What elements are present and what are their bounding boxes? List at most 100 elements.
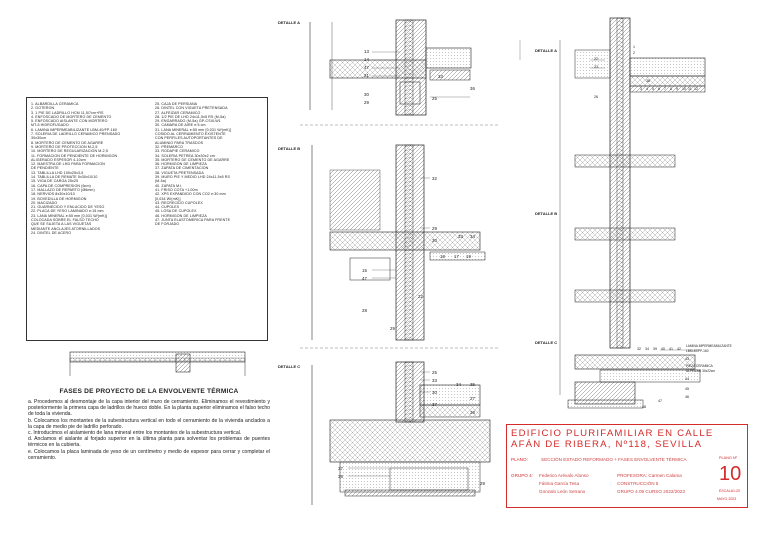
phase-d: d. Anclamos el aislante al forjado super… <box>28 436 270 449</box>
member-1: Federico Arévalo Alonso <box>539 473 589 478</box>
callout-a: 21 <box>364 73 369 78</box>
legend-col1-item: 12. MAESTRA DE LHD PARA FORMACION <box>31 162 105 167</box>
section-right <box>519 17 706 409</box>
callout-c: 34 <box>456 382 461 387</box>
callout-c: 33 <box>432 378 437 383</box>
member-2: Fátima García Tesa <box>539 481 579 486</box>
legend-col2-item: 27. ALFEIZAR CERAMICO <box>155 110 201 115</box>
legend-col2-item: 36. HORMIGON DE LIMPIEZA <box>155 162 207 167</box>
legend-col2-item: 43. RECRECIDO CUPOLEX <box>155 200 203 205</box>
callout-right-top: 36 <box>646 79 650 83</box>
callout-right-top: 4 <box>646 87 648 91</box>
callout-right-bottom: 39 <box>653 347 657 351</box>
callout-right-bottom: 32 <box>637 347 641 351</box>
callout-right-bottom: 46 <box>685 395 689 399</box>
legend-col1-item: 19. BOVEDILLA DE HORMIGON <box>31 196 87 201</box>
detail-a-label-center: DETALLE A <box>278 20 300 25</box>
callout-c: 35 <box>470 382 475 387</box>
legend-col2-item: COSIDO AL CERRAMIENTO EXISTENTE <box>155 132 226 137</box>
callout-b: 32 <box>432 176 437 181</box>
callout-right-top: 9 <box>676 87 678 91</box>
legend-col2-item: 26. DINTEL CON VIGUETA PRETENSADA <box>155 106 228 111</box>
callout-right-top: 2 <box>633 51 635 55</box>
phase-a: a. Procedemos al desmontaje de la capa i… <box>28 399 270 418</box>
legend-col2-item: DE FORJADO <box>155 222 180 227</box>
legend-col1-item: MEDIANTE ANCLAJES ATORNILLADOS <box>31 226 101 231</box>
legend-col1-item: ALIGERADO ESPESOR 4-10cm <box>31 157 86 162</box>
legend-col1-item: 1. ALBARDILLA CERAMICA <box>31 102 79 106</box>
callout-c: 37 <box>432 402 437 407</box>
member-3: Gonzalo León Serrano <box>539 489 586 494</box>
grupo-label: GRUPO 4: <box>511 473 533 478</box>
legend-col1-item: 7. SOLERIA DE LADRILLO CERAMICO PRENSADO <box>31 132 121 137</box>
title-block: EDIFICIO PLURIFAMILIAR EN CALLE AFÁN DE … <box>506 424 748 508</box>
legend-col1-item: 3. 1 PIE DE LADRILLO HCM 11,5/7cm+RS <box>31 110 104 115</box>
callout-right-top: 22 <box>594 57 598 61</box>
detail-c-center <box>311 361 491 505</box>
plano-number: 10 <box>719 463 742 485</box>
legend-col1-item: 5. ENFOSCADO AISLANTE CON MORTERO <box>31 119 108 124</box>
legend-col2-item: 46. HORMIGON DE LIMPIEZA <box>155 213 207 218</box>
callout-right-top: 11 <box>688 87 692 91</box>
legend-col2-item: 41. FRISO COTA +1.00m <box>155 187 198 192</box>
right-note: LAMINA IMPERMEABILIZANTE LBM-40/FP-160 P… <box>686 344 732 373</box>
callout-b: 33 <box>458 234 463 239</box>
callout-right-bottom: 34 <box>645 347 649 351</box>
legend-col1-item: 16. CAPA DE COMPRESION (6cm) <box>31 183 91 188</box>
callout-b: 22 <box>418 294 423 299</box>
detail-c-label-right: DETALLE C <box>535 340 558 345</box>
callout-right-top: 5 <box>652 87 654 91</box>
callout-right-bottom: 44 <box>685 377 689 381</box>
phase-e: e. Colocamos la placa laminada de yeso d… <box>28 448 270 461</box>
legend-col1-item: 9. MORTERO DE PROTECCION M-2,5 <box>31 144 98 149</box>
right-note-line-2: LBM-40/FP-160 <box>686 349 709 353</box>
callout-right-bottom: 48 <box>642 405 646 409</box>
legend-col1-item: 8. MORTERO DE CEMENTO DE AGARRE <box>31 140 104 145</box>
legend-col1-item: 4. ENFOSCADO DE MORTERO DE CEMENTO <box>31 114 112 119</box>
callout-right-top: 7 <box>664 87 666 91</box>
callout-leaders <box>348 51 700 477</box>
callout-right-bottom: 40 <box>661 347 665 351</box>
legend-col2-item: 33. RODAPIE CERAMICO <box>155 149 200 154</box>
detail-b-label-right: DETALLE B <box>535 211 558 216</box>
phase-c: c. Introducimos el aislamiento de lana m… <box>28 430 242 437</box>
callout-c: 39 <box>338 474 343 479</box>
callout-b: 18 <box>440 254 445 259</box>
callout-c: 38 <box>470 410 475 415</box>
callout-b: 28 <box>362 308 367 313</box>
callout-c: 29 <box>480 481 485 486</box>
legend-col1-item: 14. TABLILLA DE REMATE 5x30x10/10 <box>31 175 98 180</box>
callout-right-top: 3 <box>640 87 642 91</box>
plano-number-label: PLANO Nº <box>719 456 738 460</box>
legend-col1-item: 24. DINTEL DE ACERO <box>31 230 72 235</box>
detail-b-center <box>300 144 500 349</box>
legend-col1-item: 20. MACIZADO <box>31 200 58 205</box>
right-note-line-1: LAMINA IMPERMEABILIZANTE <box>686 344 732 348</box>
callout-c: 37 <box>338 466 343 471</box>
project-title: EDIFICIO PLURIFAMILIAR EN CALLE AFÁN DE … <box>511 428 714 450</box>
legend-col1-item: 11. FORMACION DE PENDIENTE DE HORMIGON <box>31 153 118 158</box>
callout-b: 34 <box>470 234 475 239</box>
callout-right-top: 26 <box>594 95 598 99</box>
legend-col1-item: 13. TABLILLA LHD 100x25x3,5 <box>31 170 84 175</box>
phases-section: FASES DE PROYECTO DE LA ENVOLVENTE TÉRMI… <box>28 388 270 461</box>
callout-b: 30 <box>432 238 437 243</box>
escala-value: 1:20 <box>733 489 740 493</box>
legend-col1-item: QUE SE SUJETA A LAS VIGUETAS <box>31 222 92 227</box>
legend-col2-item: 44. CUPOLEX <box>155 205 180 210</box>
legend-col2-item: 34. SOLERIA PETREA 30x30x2 cm <box>155 153 215 158</box>
legend-col2-item: 31. LANA MINERAL e:55 mm [0,031 W/(mK)] <box>155 127 232 132</box>
callout-b: 29 <box>390 326 395 331</box>
right-note-line-4: ALFEIZAR 30x22cm <box>686 369 715 373</box>
legend-col2-item: 28. 1/2 PIE DE LHD 24x11,5x5 RS (M-5a) <box>155 114 226 119</box>
callout-b: 19 <box>466 254 471 259</box>
legend-col2-item: 45. LOSA DE CUPOLEX <box>155 209 197 214</box>
legend-col2-item: 29. ENGARRADO (M-5a) GP-CSIII-W1 <box>155 119 221 124</box>
